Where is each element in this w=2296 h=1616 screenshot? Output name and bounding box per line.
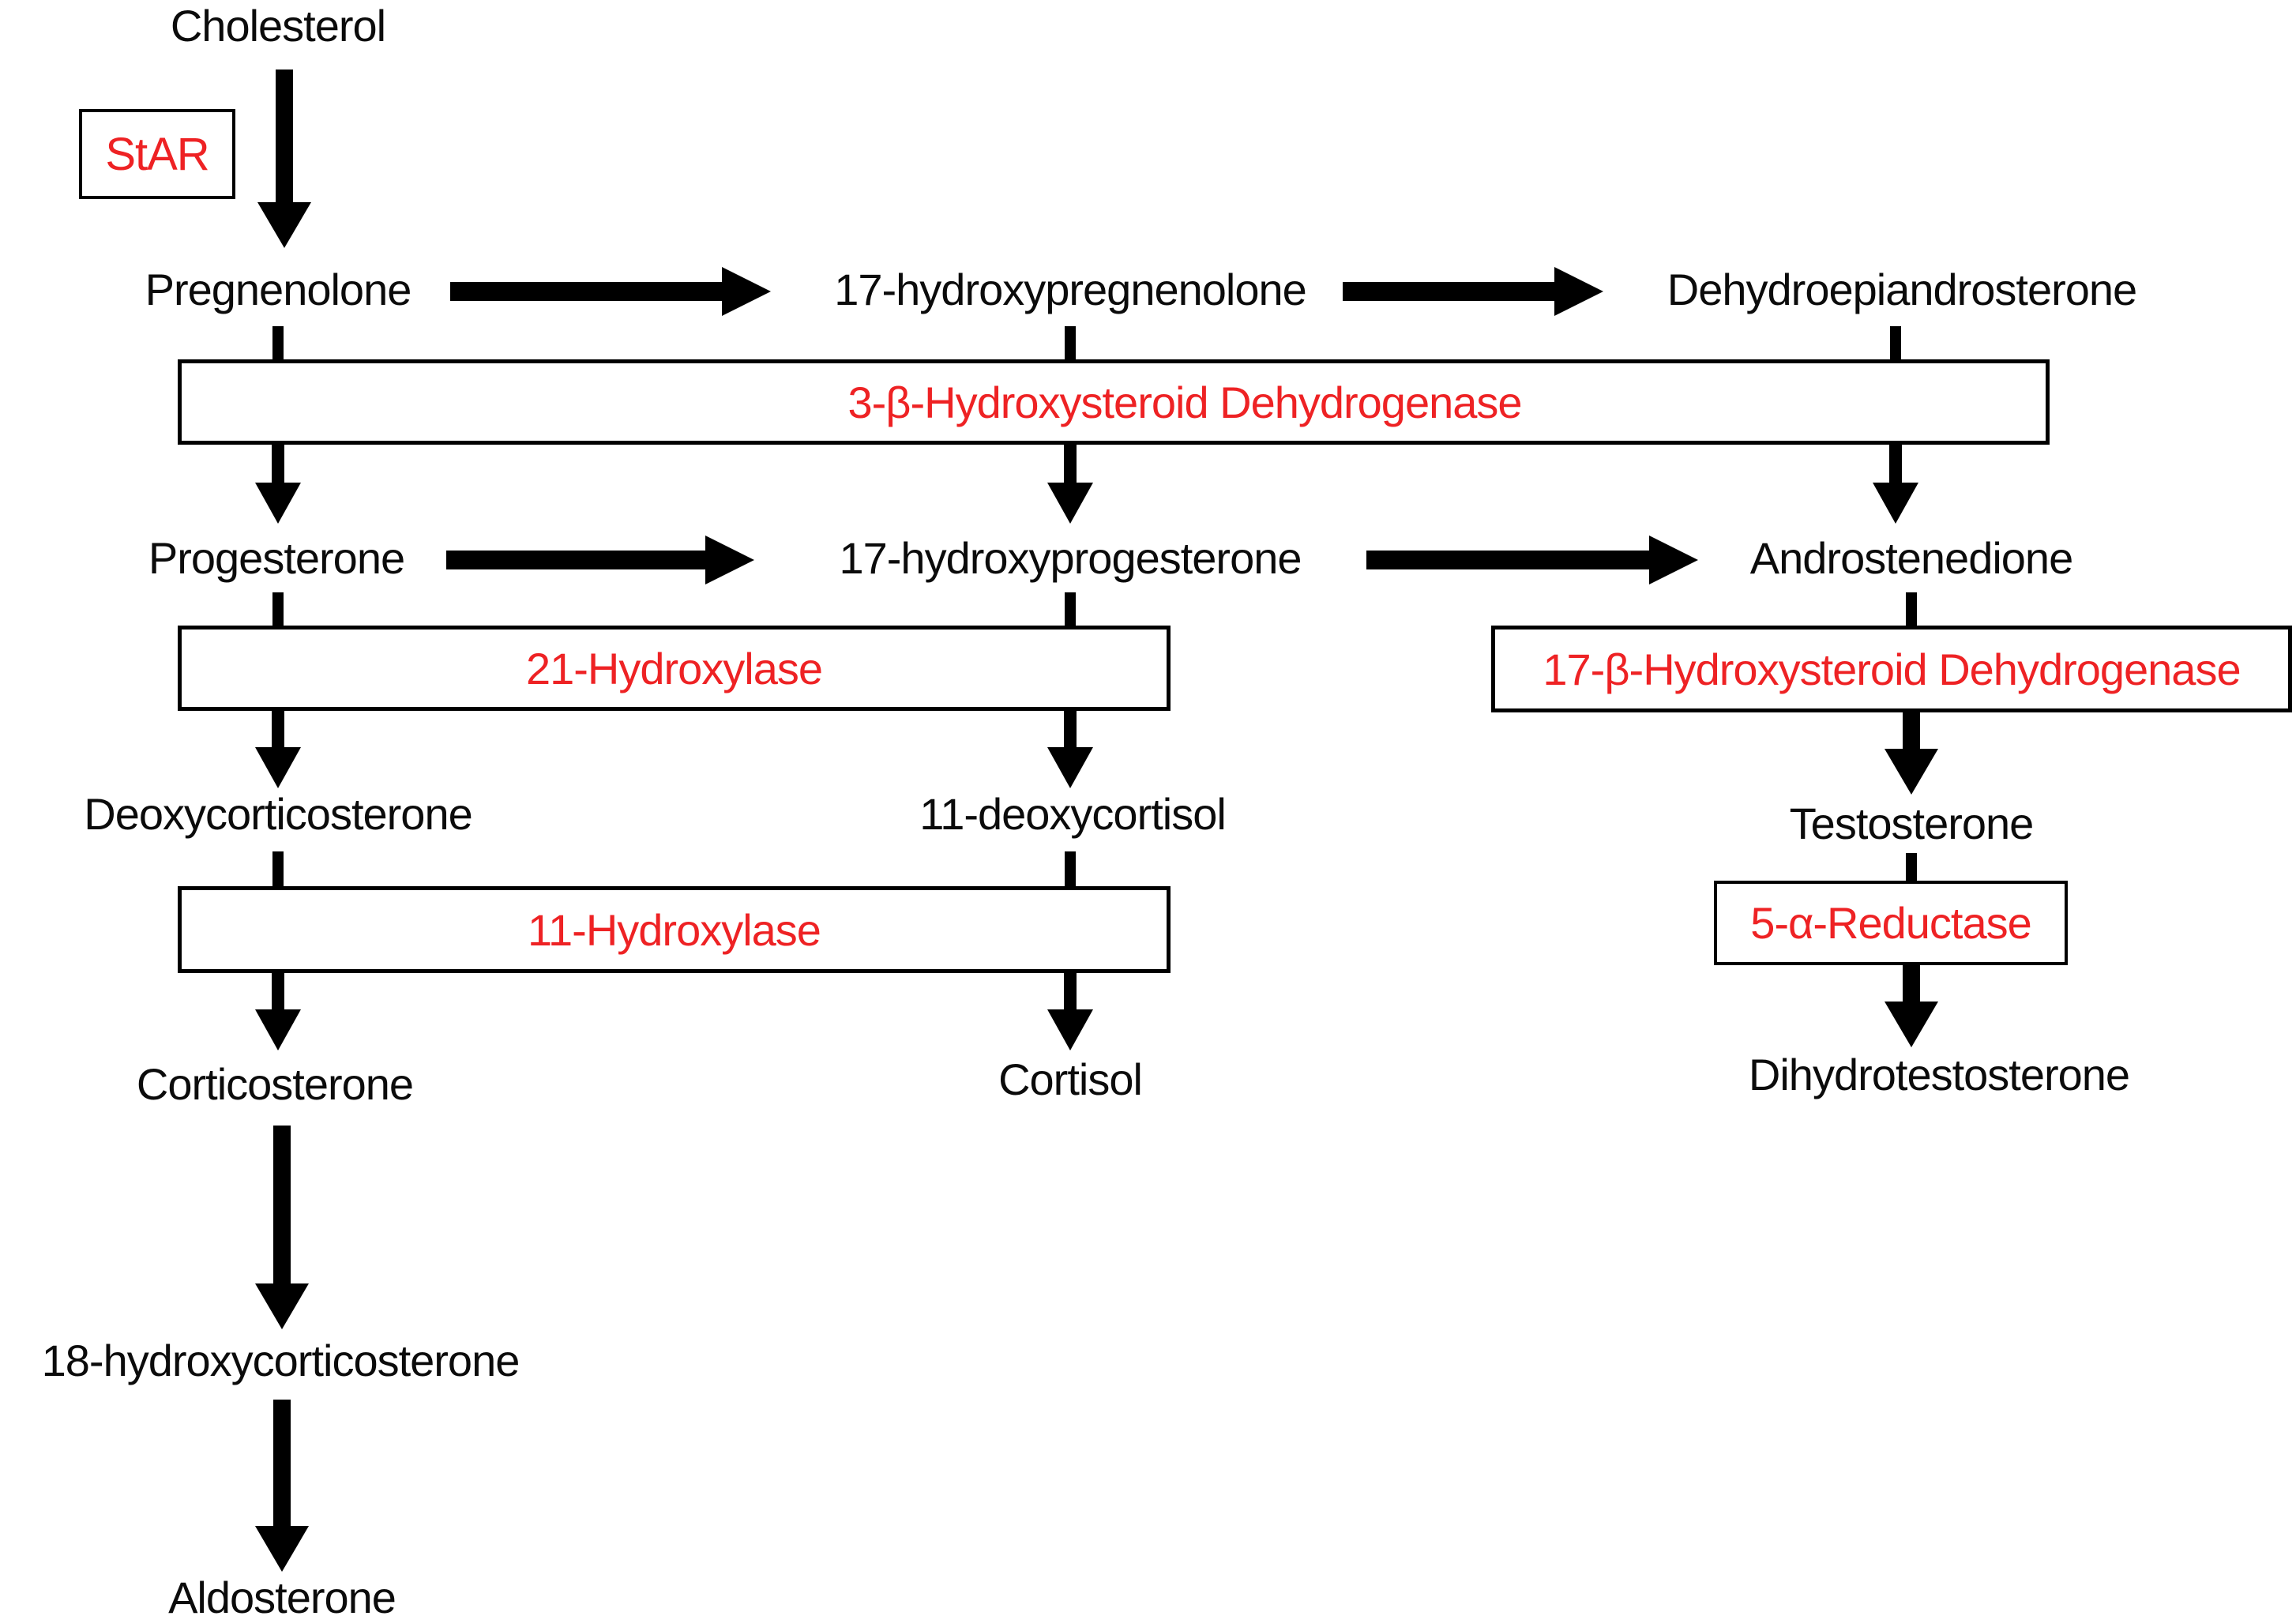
enzyme-box-21-hydroxylase: 21-Hydroxylase <box>178 626 1171 711</box>
arrow-head <box>255 1283 309 1329</box>
arrow-progesterone-to-17ohprogesterone <box>446 536 754 584</box>
enzyme-label-5a-reductase: 5-α-Reductase <box>1750 898 2032 948</box>
arrow-head <box>1873 483 1918 524</box>
arrow-shaft <box>1903 712 1920 752</box>
enzyme-box-star: StAR <box>79 109 235 199</box>
node-progesterone: Progesterone <box>148 533 405 583</box>
arrow-shaft <box>1064 711 1077 749</box>
arrow-hsd17b-to-testosterone <box>1884 712 1939 795</box>
connector-11deoxycortisol-11hydroxylase <box>1065 851 1076 891</box>
node-corticosterone: Corticosterone <box>136 1059 414 1109</box>
arrow-cholesterol-to-pregnenolone <box>257 70 312 248</box>
arrow-17ohprogesterone-to-androstenedione <box>1366 536 1698 584</box>
arrow-pregnenolone-to-17ohpregnenolone <box>450 267 771 316</box>
enzyme-label-21-hydroxylase: 21-Hydroxylase <box>525 643 823 693</box>
connector-testosterone-5areductase <box>1906 853 1917 886</box>
arrow-head <box>255 1009 301 1050</box>
arrow-head <box>1885 1002 1938 1047</box>
enzyme-box-11-hydroxylase: 11-Hydroxylase <box>178 886 1171 973</box>
arrow-shaft <box>1343 282 1556 301</box>
node-deoxycorticosterone: Deoxycorticosterone <box>84 789 472 839</box>
connector-deoxycorticosterone-11hydroxylase <box>272 851 284 891</box>
arrow-shaft <box>1064 445 1077 484</box>
enzyme-label-11-hydroxylase: 11-Hydroxylase <box>528 904 821 955</box>
arrow-head <box>1047 747 1093 788</box>
arrow-17ohpregnenolone-to-dhea <box>1343 267 1603 316</box>
arrow-shaft <box>446 551 707 569</box>
node-androstenedione: Androstenedione <box>1749 533 2073 583</box>
connector-progesterone-21hydroxylase <box>272 592 284 632</box>
arrow-21hydroxylase-to-11deoxycortisol <box>1047 711 1093 788</box>
node-18-hydroxycorticosterone: 18-hydroxycorticosterone <box>41 1336 520 1385</box>
arrow-hsd3b-to-androstenedione <box>1873 445 1918 524</box>
node-aldosterone: Aldosterone <box>168 1573 396 1616</box>
arrow-head <box>722 267 771 316</box>
arrow-shaft <box>272 445 284 484</box>
arrow-corticosterone-to-18ohcorticosterone <box>254 1126 310 1329</box>
arrow-head <box>1047 1009 1093 1050</box>
arrow-head <box>255 483 301 524</box>
connector-dhea-hsd3b <box>1890 326 1901 367</box>
enzyme-box-hsd17b: 17-β-Hydroxysteroid Dehydrogenase <box>1491 626 2292 712</box>
arrow-shaft <box>1903 965 1920 1005</box>
arrow-shaft <box>273 1400 291 1528</box>
arrow-11hydroxylase-to-cortisol <box>1047 973 1093 1050</box>
node-dihydrotestosterone: Dihydrotestosterone <box>1748 1050 2130 1099</box>
connector-17ohpregnenolone-hsd3b <box>1065 326 1076 367</box>
arrow-head <box>1047 483 1093 524</box>
arrow-shaft <box>1366 551 1651 569</box>
enzyme-label-star: StAR <box>105 128 209 180</box>
enzyme-box-hsd3b: 3-β-Hydroxysteroid Dehydrogenase <box>178 359 2050 445</box>
arrow-shaft <box>272 711 284 749</box>
arrow-shaft <box>276 70 293 204</box>
arrow-shaft <box>1889 445 1902 484</box>
arrow-hsd3b-to-17ohprogesterone <box>1047 445 1093 524</box>
arrow-head <box>1649 536 1698 584</box>
arrow-21hydroxylase-to-deoxycorticosterone <box>255 711 301 788</box>
connector-17ohprogesterone-21hydroxylase <box>1065 592 1076 632</box>
arrow-head <box>1885 749 1938 795</box>
node-pregnenolone: Pregnenolone <box>145 265 412 314</box>
enzyme-label-hsd17b: 17-β-Hydroxysteroid Dehydrogenase <box>1543 644 2241 694</box>
enzyme-box-5a-reductase: 5-α-Reductase <box>1714 881 2068 965</box>
connector-androstenedione-hsd17b <box>1906 592 1917 632</box>
arrow-hsd3b-to-progesterone <box>255 445 301 524</box>
arrow-head <box>255 1526 309 1572</box>
arrow-shaft <box>273 1126 291 1285</box>
node-17-hydroxyprogesterone: 17-hydroxyprogesterone <box>839 533 1302 583</box>
connector-pregnenolone-hsd3b <box>272 326 284 367</box>
arrow-shaft <box>1064 973 1077 1011</box>
arrow-11hydroxylase-to-corticosterone <box>255 973 301 1050</box>
arrow-head <box>257 202 311 248</box>
node-11-deoxycortisol: 11-deoxycortisol <box>919 789 1227 839</box>
arrow-head <box>1554 267 1603 316</box>
node-dehydroepiandrosterone: Dehydroepiandrosterone <box>1667 265 2137 314</box>
arrow-18ohcorticosterone-to-aldosterone <box>254 1400 310 1572</box>
arrow-shaft <box>272 973 284 1011</box>
node-cholesterol: Cholesterol <box>170 1 386 51</box>
enzyme-label-hsd3b: 3-β-Hydroxysteroid Dehydrogenase <box>847 377 1522 427</box>
arrow-head <box>705 536 754 584</box>
node-17-hydroxypregnenolone: 17-hydroxypregnenolone <box>834 265 1307 314</box>
node-cortisol: Cortisol <box>998 1054 1143 1104</box>
node-testosterone: Testosterone <box>1789 799 2035 848</box>
arrow-5areductase-to-dihydrotestosterone <box>1884 965 1939 1047</box>
arrow-shaft <box>450 282 723 301</box>
arrow-head <box>255 747 301 788</box>
